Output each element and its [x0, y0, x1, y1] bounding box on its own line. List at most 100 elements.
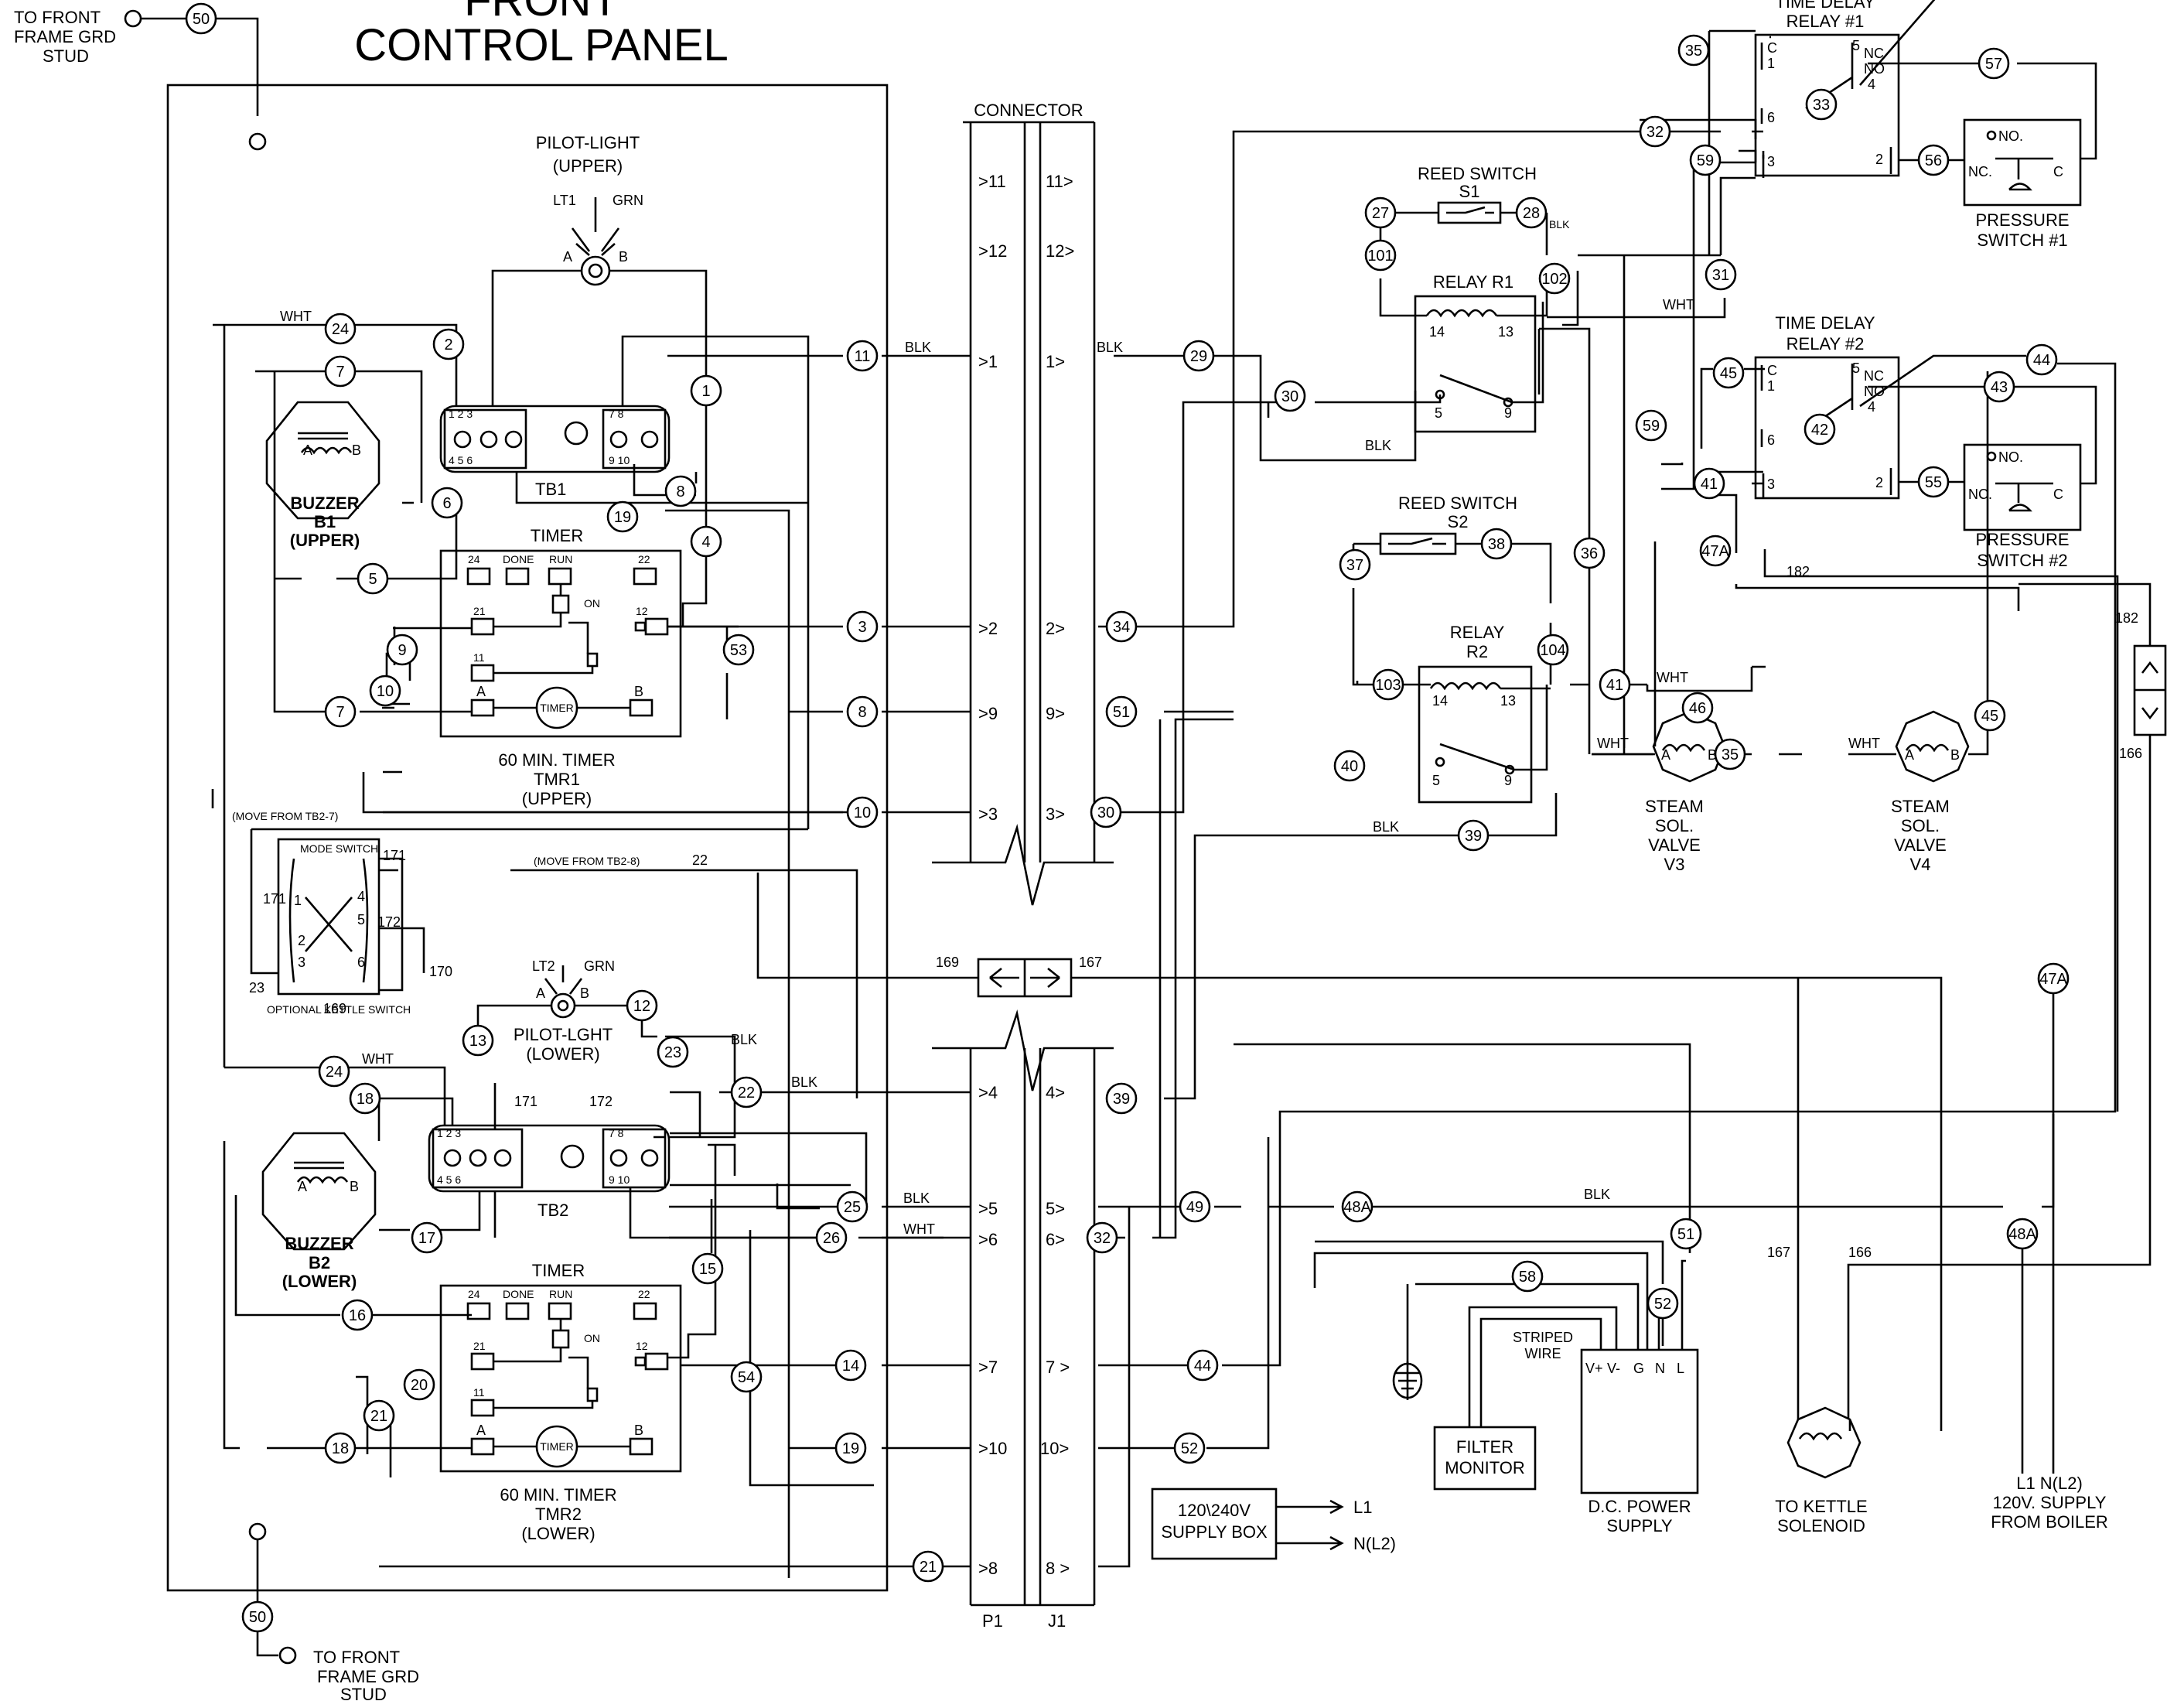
svg-text:30: 30 — [1281, 388, 1298, 405]
svg-text:RELAY #2: RELAY #2 — [1786, 334, 1865, 354]
svg-text:169: 169 — [936, 955, 959, 970]
svg-text:10: 10 — [377, 683, 394, 700]
svg-text:CONNECTOR: CONNECTOR — [974, 101, 1083, 120]
svg-text:47A: 47A — [2039, 971, 2067, 988]
relay-r1: RELAY R1 14 13 5 9 — [1379, 272, 1548, 433]
svg-text:1: 1 — [294, 893, 302, 908]
ground-top: TO FRONT FRAME GRD STUD — [14, 8, 267, 151]
svg-text:6: 6 — [1767, 432, 1775, 448]
svg-text:49: 49 — [1186, 1199, 1203, 1216]
svg-text:RUN: RUN — [549, 553, 572, 565]
svg-text:C: C — [1767, 363, 1777, 378]
svg-text:3>: 3> — [1046, 804, 1065, 824]
svg-text:V+: V+ — [1585, 1361, 1603, 1376]
terminal-block-tb1: 1 2 3 4 5 6 7 8 9 10 TB1 — [439, 405, 671, 499]
svg-text:WHT: WHT — [280, 309, 312, 324]
svg-text:171: 171 — [263, 891, 286, 907]
svg-text:37: 37 — [1346, 557, 1363, 574]
svg-text:>3: >3 — [978, 804, 998, 824]
svg-text:21: 21 — [370, 1408, 387, 1425]
svg-text:OPTIONAL KETTLE SWITCH: OPTIONAL KETTLE SWITCH — [267, 1003, 411, 1016]
svg-text:>9: >9 — [978, 704, 998, 723]
svg-text:11>: 11> — [1046, 172, 1073, 191]
svg-text:18: 18 — [357, 1091, 374, 1108]
boiler-supply: L1 N(L2) 120V. SUPPLY FROM BOILER — [1991, 965, 2108, 1532]
svg-text:WHT: WHT — [1663, 297, 1694, 313]
svg-text:B: B — [634, 684, 643, 699]
svg-text:V-: V- — [1607, 1361, 1620, 1376]
svg-text:182: 182 — [1786, 564, 1810, 579]
svg-text:TIMER: TIMER — [540, 702, 574, 714]
svg-text:ON: ON — [584, 1332, 600, 1344]
svg-text:TO KETTLE: TO KETTLE — [1775, 1497, 1867, 1516]
svg-text:39: 39 — [1113, 1091, 1130, 1108]
svg-text:TIMER: TIMER — [531, 526, 583, 545]
mode-switch: (MOVE FROM TB2-7) MODE SWITCH 1 2 3 4 5 … — [232, 810, 858, 1098]
svg-text:102: 102 — [1541, 271, 1567, 288]
svg-text:RUN: RUN — [549, 1288, 572, 1300]
svg-text:33: 33 — [1813, 97, 1830, 114]
connector-182-166: 182 182 166 166 167 — [1767, 564, 2167, 1431]
svg-text:B: B — [352, 442, 361, 458]
svg-text:B2: B2 — [309, 1253, 330, 1272]
svg-text:40: 40 — [1341, 758, 1358, 775]
svg-text:B: B — [350, 1179, 359, 1194]
svg-text:2: 2 — [1875, 152, 1883, 167]
svg-text:25: 25 — [844, 1199, 861, 1216]
svg-text:NO.: NO. — [1998, 449, 2023, 465]
svg-text:REED SWITCH: REED SWITCH — [1418, 164, 1537, 183]
svg-text:TMR1: TMR1 — [534, 770, 580, 789]
svg-text:4: 4 — [1868, 77, 1875, 92]
svg-text:166: 166 — [2119, 746, 2142, 761]
svg-text:NC.: NC. — [1968, 164, 1992, 179]
svg-text:14: 14 — [1432, 693, 1448, 709]
tb2-label: TB2 — [537, 1201, 568, 1220]
svg-text:ON: ON — [584, 597, 600, 610]
svg-text:SWITCH #1: SWITCH #1 — [1977, 231, 2067, 250]
svg-text:22: 22 — [738, 1084, 755, 1102]
svg-text:35: 35 — [1685, 43, 1702, 60]
svg-text:BUZZER: BUZZER — [285, 1234, 353, 1253]
svg-text:29: 29 — [1190, 348, 1207, 365]
svg-text:59: 59 — [1697, 152, 1714, 169]
ground-top-l2: FRAME GRD — [14, 27, 116, 46]
svg-text:>6: >6 — [978, 1230, 998, 1249]
filter-monitor: FILTER MONITOR STRIPED WIRE — [1433, 1306, 1618, 1491]
svg-text:S2: S2 — [1448, 512, 1469, 531]
buzzer-b2: A B BUZZER B2 (LOWER) — [261, 1132, 377, 1291]
svg-text:4: 4 — [1868, 399, 1875, 415]
svg-text:S1: S1 — [1459, 182, 1480, 201]
svg-text:RELAY R1: RELAY R1 — [1433, 272, 1513, 292]
svg-text:9: 9 — [1504, 773, 1512, 788]
svg-text:12>: 12> — [1046, 241, 1074, 261]
svg-text:FROM BOILER: FROM BOILER — [1991, 1512, 2108, 1532]
timer-tmr1: TIMER 24 DONE RUN 22 21 11 ON 12 A B TIM… — [439, 526, 682, 808]
svg-text:MODE SWITCH: MODE SWITCH — [300, 842, 378, 855]
svg-text:11: 11 — [473, 651, 485, 664]
svg-text:SUPPLY BOX: SUPPLY BOX — [1161, 1522, 1268, 1542]
svg-text:NC.: NC. — [1968, 487, 1992, 502]
svg-text:N(L2): N(L2) — [1353, 1534, 1396, 1553]
svg-text:41: 41 — [1606, 677, 1623, 694]
svg-text:DONE: DONE — [503, 1288, 534, 1300]
svg-text:NC: NC — [1864, 46, 1884, 61]
svg-text:17: 17 — [418, 1230, 435, 1247]
svg-text:21: 21 — [920, 1559, 937, 1576]
svg-text:24: 24 — [468, 553, 480, 565]
svg-text:BLK: BLK — [1365, 438, 1391, 453]
svg-text:18: 18 — [332, 1440, 349, 1457]
svg-text:BLK: BLK — [731, 1032, 757, 1047]
svg-text:1: 1 — [1767, 56, 1775, 71]
svg-text:34: 34 — [1113, 619, 1130, 636]
svg-text:L: L — [1677, 1361, 1684, 1376]
svg-text:167: 167 — [1767, 1245, 1790, 1260]
svg-text:57: 57 — [1985, 56, 2002, 73]
svg-text:STEAM: STEAM — [1891, 797, 1950, 816]
svg-text:1 2 3: 1 2 3 — [437, 1127, 461, 1139]
svg-text:19: 19 — [614, 509, 631, 526]
svg-text:60 MIN. TIMER: 60 MIN. TIMER — [498, 750, 615, 770]
svg-text:>2: >2 — [978, 619, 998, 638]
svg-text:36: 36 — [1581, 545, 1598, 562]
svg-text:9: 9 — [398, 642, 406, 659]
timer-tmr2: TIMER 24 DONE RUN 22 21 11 ON 12 A B TIM… — [439, 1261, 682, 1543]
